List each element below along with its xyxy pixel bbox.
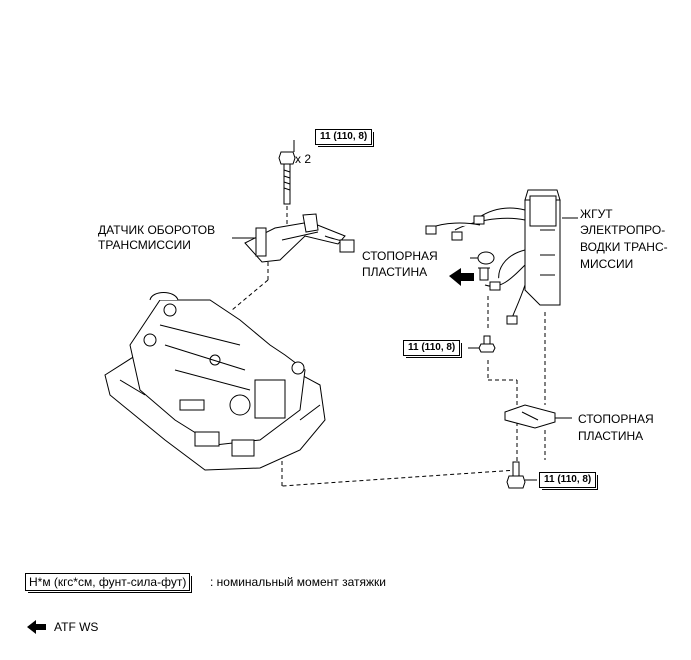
apply-arrow-diagram [449,268,474,286]
stop-plate-lower-label-1: СТОПОРНАЯ [578,412,654,426]
torque-unit-box: Н*м (кгс*см, фунт-сила-фут) [25,573,193,593]
small-bolt-upper [478,267,490,281]
assembly-guide-lines [231,206,546,487]
torque-unit-description: : номинальный момент затяжки [210,575,386,589]
left-arrow-icon [27,620,46,634]
atf-label: ATF WS [54,620,99,634]
harness-label-2: ЭЛЕКТРОПРО- [580,223,666,237]
quantity-label: x 2 [295,152,312,166]
stop-plate-lower-label-2: ПЛАСТИНА [578,429,644,443]
stop-plate-upper-label-2: ПЛАСТИНА [362,265,428,279]
harness [425,189,561,325]
torque-label-top: 11 (110, 8) [315,129,375,147]
harness-label-1: ЖГУТ [580,207,613,221]
torque-label-middle: 11 (110, 8) [403,340,463,358]
stop-plate-lower [504,404,572,429]
bolt-top [278,151,296,205]
speed-sensor-label-2: ТРАНСМИССИИ [98,238,191,252]
speed-sensor-label-1: ДАТЧИК ОБОРОТОВ [98,223,216,237]
stop-plate-upper-label-1: СТОПОРНАЯ [362,249,438,263]
bolt-lower [506,461,537,489]
torque-label-bottom: 11 (110, 8) [539,472,599,490]
harness-label-3: ВОДКИ ТРАНС- [580,240,668,254]
valve-body [104,292,326,471]
bolt-middle [468,335,496,353]
speed-sensor [244,213,355,263]
harness-label-4: МИССИИ [580,257,634,271]
